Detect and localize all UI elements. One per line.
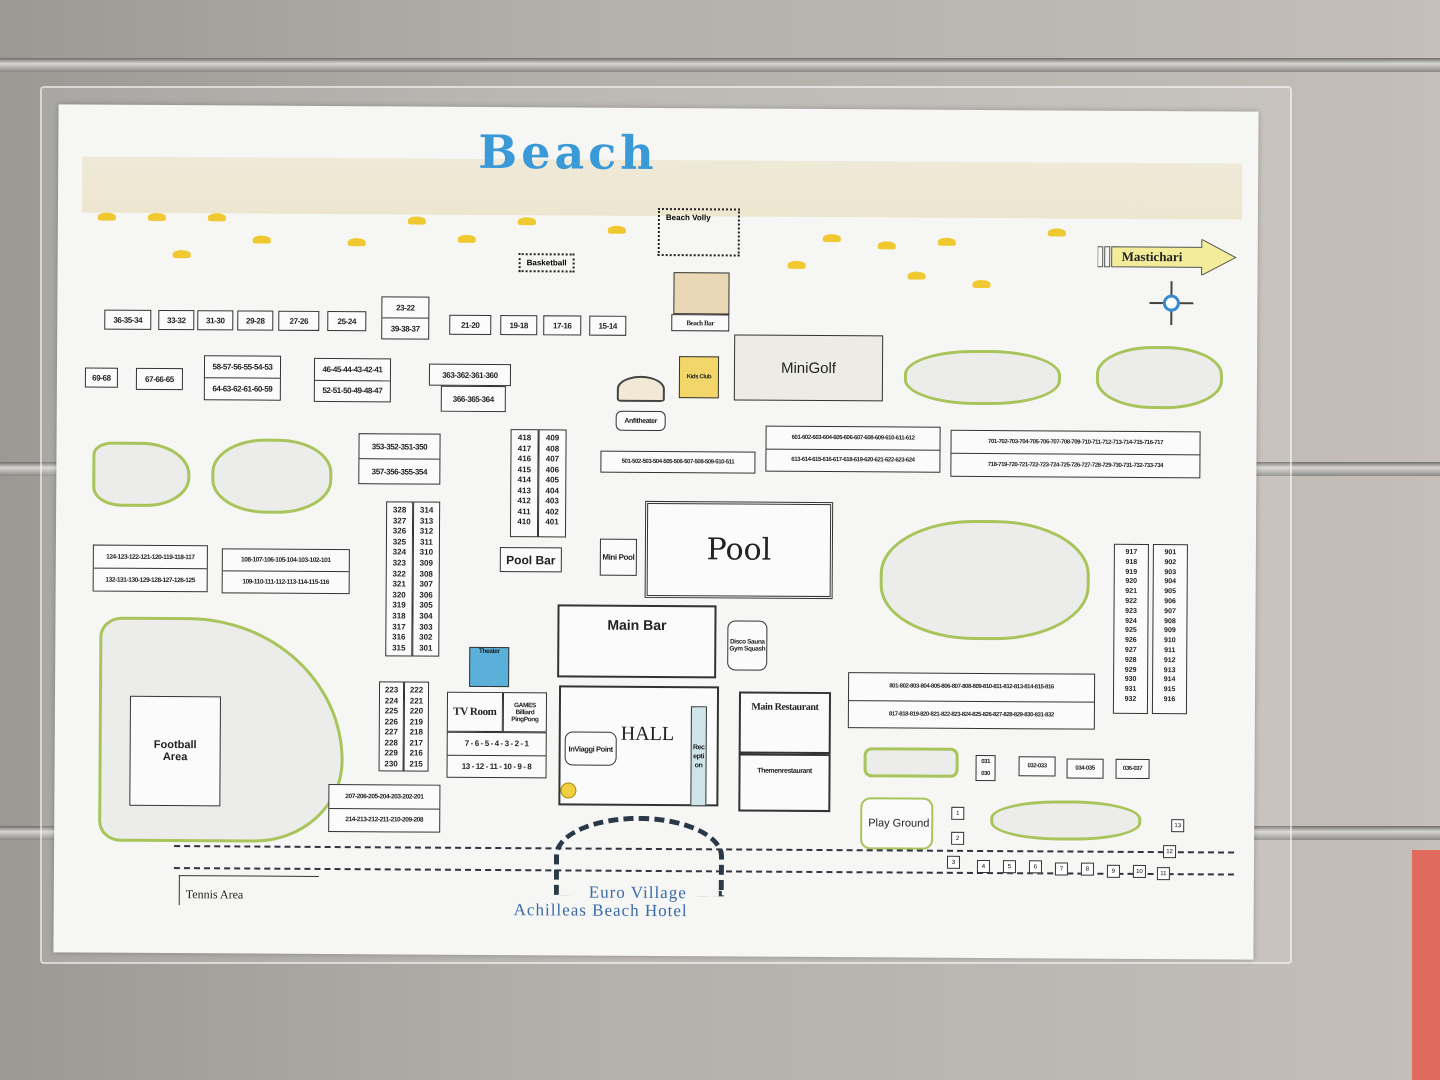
beach-bar-icon: [673, 272, 730, 315]
bungalow: 7: [1054, 862, 1068, 876]
main-bar: Main Bar: [557, 604, 717, 679]
mini-pool: Mini Pool: [599, 538, 637, 576]
bungalow: 4: [976, 859, 991, 874]
beach-volley-court: Beach Volly: [657, 208, 740, 257]
green-area: [903, 349, 1062, 406]
main-restaurant: Main Restaurant: [738, 691, 832, 755]
bungalow: 9: [1106, 864, 1120, 878]
green-area: [211, 438, 333, 515]
green-area: [990, 800, 1142, 841]
room-column: 409 408 407 406 405 404 403 402 401: [537, 429, 567, 538]
room-block: 27-26: [278, 310, 320, 331]
room-column: 328 327 326 325 324 323 322 321 320 319 …: [385, 501, 414, 657]
bungalow: 1: [951, 806, 965, 820]
hotel-map: Beach Basketball Beach Volly Beach Bar M…: [53, 104, 1259, 960]
room-block: 363-362-361-360: [428, 363, 512, 387]
room-block: 25-24: [327, 310, 367, 332]
anfitheater-label: Anfitheater: [615, 410, 666, 432]
inviaggi-point: InViaggi Point: [564, 731, 617, 766]
room-block: 17-16: [543, 315, 582, 336]
pool-bar: Pool Bar: [499, 547, 562, 573]
room-block: 31-30: [197, 310, 234, 331]
minigolf-area: MiniGolf: [733, 334, 884, 402]
room-block: 36-35-34: [104, 309, 152, 330]
room-block: 701-702-703-704-705-706-707-708-709-710-…: [950, 429, 1201, 479]
room-block: 19-18: [500, 315, 538, 336]
room-block: 67-66-65: [135, 367, 183, 391]
themenrestaurant: Themenrestaurant: [738, 753, 831, 813]
green-area: [92, 441, 191, 508]
bungalow: 3: [946, 855, 961, 869]
reception: Reception: [690, 706, 707, 807]
green-area: [879, 519, 1091, 641]
smiley-icon: [560, 782, 577, 799]
wall-rail: [0, 58, 1440, 72]
basketball-court: Basketball: [518, 253, 575, 273]
room-block: 33-32: [158, 309, 195, 331]
bungalow: 10: [1132, 864, 1146, 878]
room-block: 69-68: [84, 367, 118, 388]
bungalow: 13: [1171, 819, 1185, 833]
beach-title: Beach: [478, 124, 658, 181]
room-block: 036-037: [1115, 758, 1150, 780]
room-column: 223 224 225 226 227 228 229 230: [378, 681, 405, 772]
room-block: 501-502-503-504-505-506-507-508-509-510-…: [600, 450, 756, 474]
games-room: GAMES Billiard PingPong: [502, 692, 548, 733]
tennis-area-label: Tennis Area: [185, 887, 244, 902]
kids-club-icon: Kids Club: [678, 356, 720, 399]
anfitheater-icon: [616, 375, 665, 403]
bungalow: 8: [1080, 862, 1094, 876]
green-area: [863, 747, 959, 778]
room-block: 21-20: [449, 314, 492, 335]
room-block: 801-802-803-804-805-806-807-808-809-810-…: [847, 672, 1096, 730]
bungalow: 6: [1028, 860, 1043, 874]
theater: Theater: [469, 646, 510, 688]
green-area: [1095, 345, 1224, 410]
room-column: 314 313 312 311 310 309 308 307 306 305 …: [412, 501, 441, 657]
beach-bar-label: Beach Bar: [671, 314, 730, 332]
room-block: 366-365-364: [440, 385, 506, 413]
room-block: 601-602-603-604-605-606-607-608-609-610-…: [765, 425, 941, 473]
room-column: 222 221 220 219 218 217 216 215: [403, 681, 430, 772]
playground: Play Ground: [860, 797, 934, 850]
room-column: 901 902 903 904 905 906 907 908 909 910 …: [1151, 544, 1188, 715]
bungalow: 2: [951, 831, 965, 845]
room-column: 917 918 919 920 921 922 923 924 925 926 …: [1112, 543, 1149, 715]
bungalow: 11: [1156, 867, 1170, 881]
compass-icon: [1149, 281, 1194, 326]
bungalow: 12: [1163, 845, 1177, 859]
footer-hotel-name: Achilleas Beach Hotel: [513, 900, 688, 921]
disco-sauna-gym: Disco Sauna Gym Squash: [727, 620, 768, 671]
mastichari-arrow: Mastichari: [1097, 238, 1238, 277]
room-block: 032-033: [1018, 756, 1056, 777]
red-object: [1412, 850, 1440, 1080]
room-column: 418 417 416 415 414 413 412 411 410: [509, 429, 539, 538]
room-block: 29-28: [237, 310, 274, 331]
pool: Pool: [644, 500, 834, 600]
football-area: Football Area: [129, 695, 221, 807]
bungalow: 5: [1002, 860, 1017, 874]
room-block: 034-035: [1066, 758, 1104, 779]
tv-room: TV Room: [446, 691, 504, 733]
room-block: 15-14: [589, 315, 627, 336]
